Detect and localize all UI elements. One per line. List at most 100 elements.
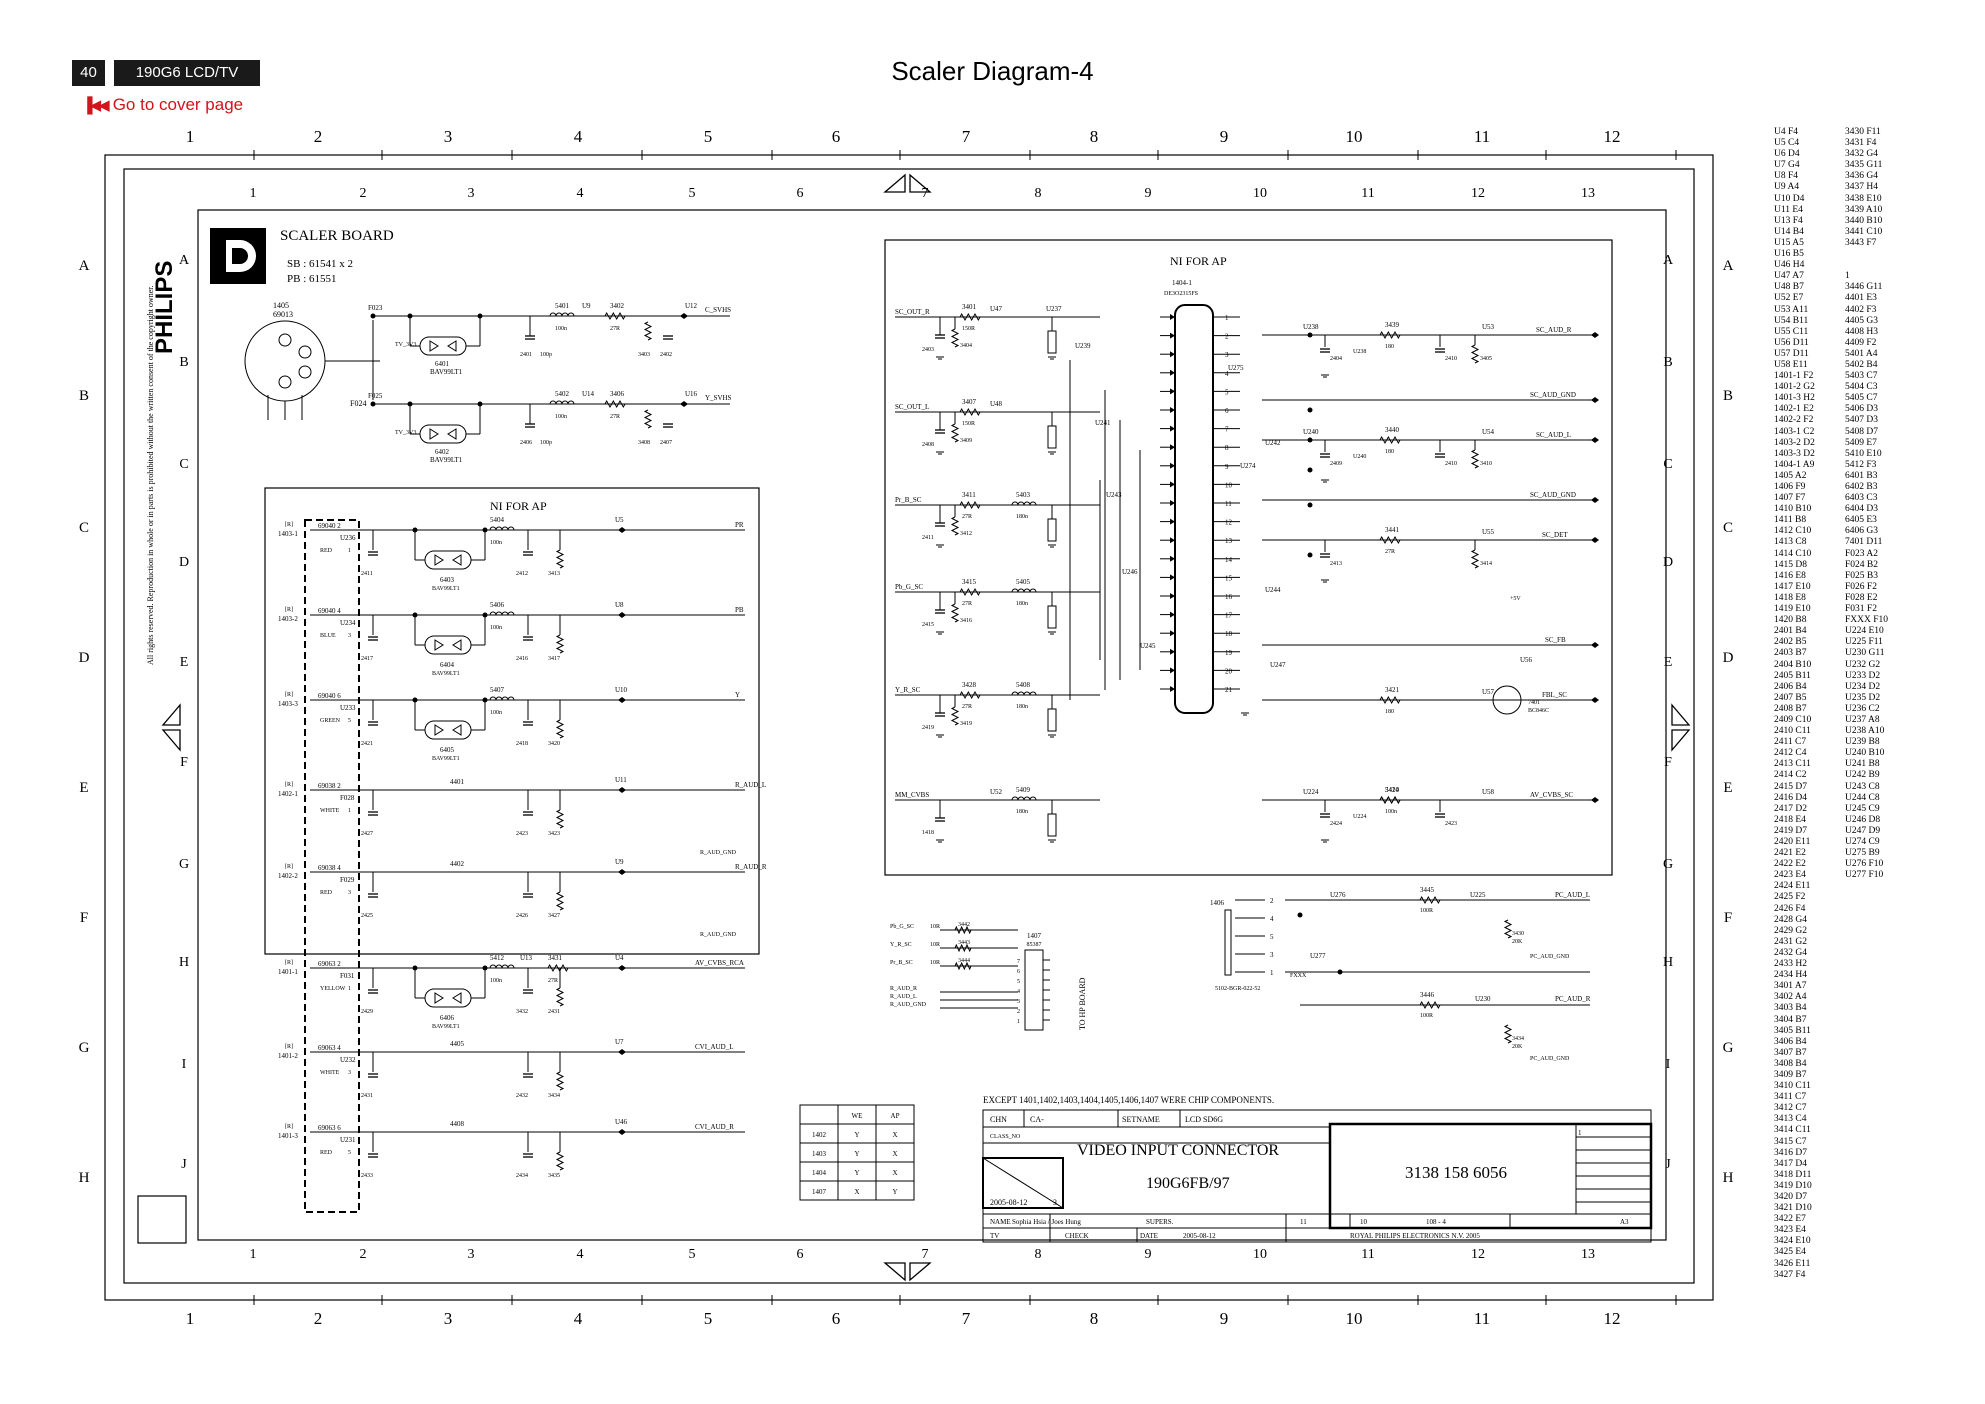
cap-ref: 2423	[1445, 821, 1457, 827]
junction	[482, 965, 488, 971]
svg-text:3: 3	[1053, 1198, 1057, 1207]
resistor	[950, 706, 960, 726]
cover-link-label: Go to cover page	[112, 95, 244, 114]
pin-arrow	[1170, 611, 1175, 618]
outer-col-label: 5	[704, 127, 713, 146]
inner-row-label: E	[180, 655, 189, 670]
connector-mark	[1591, 497, 1599, 503]
diode-ref: 6401	[435, 360, 450, 368]
drawing-title: VIDEO INPUT CONNECTOR	[1077, 1142, 1279, 1159]
inner-col-label: 1	[250, 186, 257, 201]
scart-pin: 12	[1225, 519, 1233, 527]
outer-col-label: 10	[1346, 1309, 1363, 1328]
scart-pin: 1	[1225, 314, 1229, 322]
junction	[412, 965, 418, 971]
inner-row-label: C	[179, 457, 188, 472]
inner-row-label: C	[1663, 457, 1672, 472]
inner-col-label: 12	[1471, 1247, 1485, 1262]
coil-ref: 4401	[450, 778, 465, 786]
alignment-markers	[161, 173, 1691, 1282]
connector-ref: 1402-1	[278, 790, 298, 798]
outer-row-label: G	[1723, 1040, 1734, 1056]
svg-text:CA-: CA-	[1030, 1115, 1044, 1124]
net-label: U275	[1228, 364, 1244, 372]
coil-ref: 5402	[555, 390, 570, 398]
resistor	[950, 423, 960, 443]
resistor	[547, 963, 569, 973]
cap-ref: 2404	[1330, 356, 1342, 362]
res-val: 27R	[610, 326, 620, 332]
cover-page-link[interactable]: ▐◀◀Go to cover page	[82, 95, 243, 115]
net-label: U52	[990, 788, 1003, 796]
inner-row-label: D	[1663, 555, 1673, 570]
outer-col-label: 5	[704, 1309, 713, 1328]
net-label: U46	[615, 1118, 628, 1126]
connector-ref: 1403-2	[278, 615, 298, 623]
coil-ref: 5401	[555, 302, 570, 310]
inner-row-label: B	[1663, 355, 1672, 370]
pin-arrow	[1170, 425, 1175, 432]
label: [R]	[285, 1044, 293, 1050]
connector-ref: 1403-3	[278, 700, 298, 708]
coil-ref: 5405	[1016, 578, 1031, 586]
res-ref: 3403	[638, 352, 650, 358]
page-number: 40	[72, 60, 105, 86]
diode-part: BAV99LT1	[430, 456, 463, 464]
output-net: PR	[735, 521, 744, 529]
coil-val: 100n	[490, 978, 502, 984]
resistor	[950, 603, 960, 623]
chip-note: EXCEPT 1401,1402,1403,1404,1405,1406,140…	[983, 1095, 1274, 1105]
output-net: SC_FB	[1545, 636, 1566, 644]
diode-part: BAV99LT1	[432, 756, 460, 762]
pin-arrow	[1170, 518, 1175, 525]
pc-jack	[1224, 909, 1232, 976]
outer-col-label: 9	[1220, 127, 1229, 146]
outer-col-label: 4	[574, 1309, 583, 1328]
resistor	[643, 321, 653, 341]
net-label: U245	[1140, 642, 1156, 650]
board-name: SCALER BOARD	[280, 228, 394, 244]
net-label: U48	[990, 400, 1003, 408]
svg-text:DATE: DATE	[1140, 1232, 1158, 1240]
diode-ref: 6405	[440, 746, 455, 754]
outer-row-label: F	[80, 910, 88, 926]
res-ref: 3440	[1385, 426, 1400, 434]
connector-top-ref: 1405	[273, 301, 289, 310]
res-val: 20K	[1512, 939, 1523, 945]
scart-ref: 1404-1	[1172, 279, 1192, 287]
res-ref: 3402	[610, 302, 625, 310]
resistor	[604, 311, 626, 321]
cap-val: 100p	[540, 440, 552, 446]
pin-color: WHITE	[320, 1070, 340, 1076]
resistor	[555, 549, 565, 569]
scart-pin: 6	[1225, 407, 1229, 415]
pin-color: YELLOW	[320, 986, 346, 992]
net-label: U240	[1303, 428, 1319, 436]
net-label: F031	[340, 972, 355, 980]
component-ref: 3413	[548, 571, 560, 577]
pin-number: 1	[348, 808, 351, 814]
net-label: TV_3V3	[395, 430, 416, 436]
board-sb: SB : 61541 x 2	[287, 258, 353, 270]
net-label: U4	[615, 954, 624, 962]
net-label: U9	[615, 858, 624, 866]
diode-ref: 6403	[440, 576, 455, 584]
cap-ref: 2401	[520, 352, 532, 358]
connector-pin: 69063 2	[318, 960, 341, 968]
svg-text:Sophia Hsia / Joes Hung: Sophia Hsia / Joes Hung	[1012, 1218, 1081, 1226]
inner-col-label: 4	[577, 1247, 584, 1262]
cap-ref: 2424	[1330, 821, 1342, 827]
table-cell	[875, 1180, 915, 1201]
diode-part: BAV99LT1	[432, 671, 460, 677]
fuse-mid: F024	[350, 399, 366, 408]
net-label: U14	[582, 390, 595, 398]
cap-ref: 2407	[660, 440, 672, 446]
svg-text:1: 1	[1578, 1129, 1582, 1137]
component-box	[1047, 518, 1057, 542]
table-value: 1404	[812, 1169, 827, 1177]
inductor	[549, 312, 575, 317]
outer-row-label: A	[79, 258, 90, 274]
outer-row-label: F	[1724, 910, 1732, 926]
resistor	[1379, 330, 1401, 340]
outer-row-label: G	[79, 1040, 90, 1056]
